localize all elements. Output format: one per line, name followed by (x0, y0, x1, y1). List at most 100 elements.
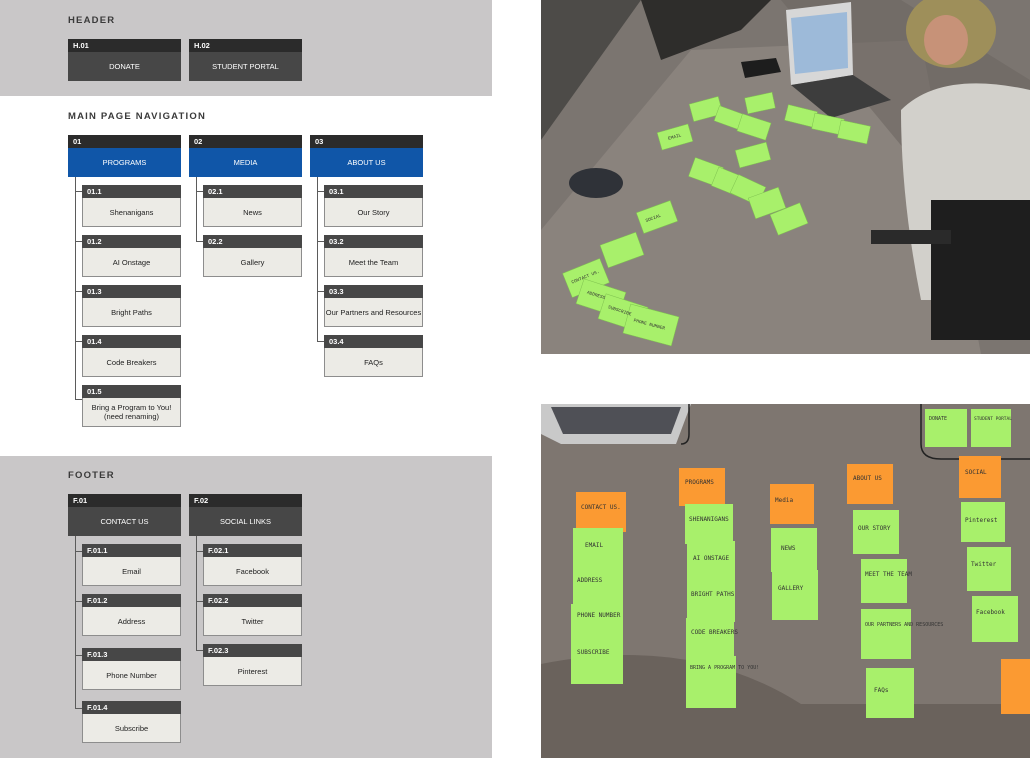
card-label: SOCIAL LINKS (189, 507, 302, 536)
footer-subcard-twitter: F.02.2 Twitter (203, 594, 302, 636)
tree-branch (75, 291, 82, 292)
card-code: F.02 (189, 494, 302, 507)
card-code: 01.3 (82, 285, 181, 298)
card-label: ABOUT US (310, 148, 423, 177)
note-text: NEWS (781, 545, 796, 552)
note-text: EMAIL (667, 132, 682, 142)
tree-branch (75, 399, 82, 400)
footer-subcard-address: F.01.2 Address (82, 594, 181, 636)
card-label: DONATE (68, 52, 181, 81)
nav-subcard-shenanigans: 01.1 Shenanigans (82, 185, 181, 227)
tree-branch (196, 601, 203, 602)
card-label: CONTACT US (68, 507, 181, 536)
card-code: 03.2 (324, 235, 423, 248)
footer-card-contact-us: F.01 CONTACT US (68, 494, 181, 536)
footer-subcard-subscribe: F.01.4 Subscribe (82, 701, 181, 743)
nav-card-media: 02 MEDIA (189, 135, 302, 177)
note-text: BRIGHT PATHS (691, 591, 735, 598)
card-label: Bring a Program to You! (need renaming) (82, 398, 181, 427)
nav-subcard-ai-onstage: 01.2 AI Onstage (82, 235, 181, 277)
nav-card-about-us: 03 ABOUT US (310, 135, 423, 177)
card-code: H.01 (68, 39, 181, 52)
nav-subcard-gallery: 02.2 Gallery (203, 235, 302, 277)
card-label: PROGRAMS (68, 148, 181, 177)
nav-subcard-partners-resources: 03.3 Our Partners and Resources (324, 285, 423, 327)
nav-subcard-code-breakers: 01.4 Code Breakers (82, 335, 181, 377)
note-text: PHONE NUMBER (577, 612, 621, 619)
tree-branch (196, 241, 203, 242)
note-text: CODE BREAKERS (691, 629, 738, 636)
tree-branch (317, 191, 324, 192)
card-label: Bright Paths (82, 298, 181, 327)
note-text: SUBSCRIBE (577, 649, 610, 656)
tree-branch (196, 650, 203, 651)
card-label: Gallery (203, 248, 302, 277)
note-text: ADDRESS (586, 290, 606, 302)
card-code: F.01.4 (82, 701, 181, 714)
tree-branch (317, 241, 324, 242)
footer-card-social-links: F.02 SOCIAL LINKS (189, 494, 302, 536)
tree-branch (75, 551, 82, 552)
tree-connector-line (75, 536, 76, 708)
note-text: ABOUT US (853, 475, 882, 482)
card-code: F.01.3 (82, 648, 181, 661)
note-text: SHENANIGANS (689, 516, 729, 523)
note-text: BRING A PROGRAM TO YOU! (690, 665, 759, 671)
card-label: Phone Number (82, 661, 181, 690)
note-text: Media (775, 497, 793, 504)
card-code: 01.4 (82, 335, 181, 348)
card-code: 01.1 (82, 185, 181, 198)
tree-branch (75, 241, 82, 242)
footer-section-title: FOOTER (68, 470, 115, 481)
card-label: Subscribe (82, 714, 181, 743)
note-text: ADDRESS (577, 577, 603, 584)
card-code: 01.5 (82, 385, 181, 398)
card-label: Shenanigans (82, 198, 181, 227)
tree-branch (75, 601, 82, 602)
note-text: Twitter (971, 561, 997, 568)
card-code: 01.2 (82, 235, 181, 248)
note-text: SOCIAL (645, 213, 663, 224)
footer-subcard-email: F.01.1 Email (82, 544, 181, 586)
photo-sticky-note-card-sort: CONTACT US. EMAIL ADDRESS PHONE NUMBER S… (541, 404, 1030, 758)
card-label: News (203, 198, 302, 227)
note-text: CONTACT US. (581, 504, 621, 511)
nav-subcard-bright-paths: 01.3 Bright Paths (82, 285, 181, 327)
card-code: F.01 (68, 494, 181, 507)
card-code: 03.4 (324, 335, 423, 348)
card-label: Pinterest (203, 657, 302, 686)
card-code: 02 (189, 135, 302, 148)
card-label: AI Onstage (82, 248, 181, 277)
tree-branch (75, 708, 82, 709)
note-text: STUDENT PORTAL (974, 416, 1012, 422)
card-code: F.02.1 (203, 544, 302, 557)
photo-illustration: EMAIL CONTACT US. ADDRESS SUBSCRIBE PHON… (541, 0, 1030, 354)
note-text: FAQs (874, 687, 889, 694)
card-code: 03.1 (324, 185, 423, 198)
card-code: F.01.2 (82, 594, 181, 607)
note-text: Pinterest (965, 517, 998, 524)
note-text: SOCIAL (965, 469, 987, 476)
card-code: F.02.2 (203, 594, 302, 607)
card-label: Code Breakers (82, 348, 181, 377)
tree-branch (196, 551, 203, 552)
nav-subcard-faqs: 03.4 FAQs (324, 335, 423, 377)
nav-subcard-meet-the-team: 03.2 Meet the Team (324, 235, 423, 277)
note-text: MEET THE TEAM (865, 571, 912, 578)
nav-subcard-our-story: 03.1 Our Story (324, 185, 423, 227)
footer-subcard-facebook: F.02.1 Facebook (203, 544, 302, 586)
tree-branch (317, 341, 324, 342)
note-text: AI ONSTAGE (693, 555, 730, 562)
header-section-title: HEADER (68, 15, 116, 26)
tree-connector-line (75, 177, 76, 399)
header-card-donate: H.01 DONATE (68, 39, 181, 81)
footer-subcard-phone-number: F.01.3 Phone Number (82, 648, 181, 690)
card-code: 02.1 (203, 185, 302, 198)
photo-illustration: CONTACT US. EMAIL ADDRESS PHONE NUMBER S… (541, 404, 1030, 758)
note-text: PROGRAMS (685, 479, 714, 486)
card-code: 03 (310, 135, 423, 148)
card-label: Address (82, 607, 181, 636)
card-label: FAQs (324, 348, 423, 377)
tree-branch (75, 341, 82, 342)
card-code: 01 (68, 135, 181, 148)
